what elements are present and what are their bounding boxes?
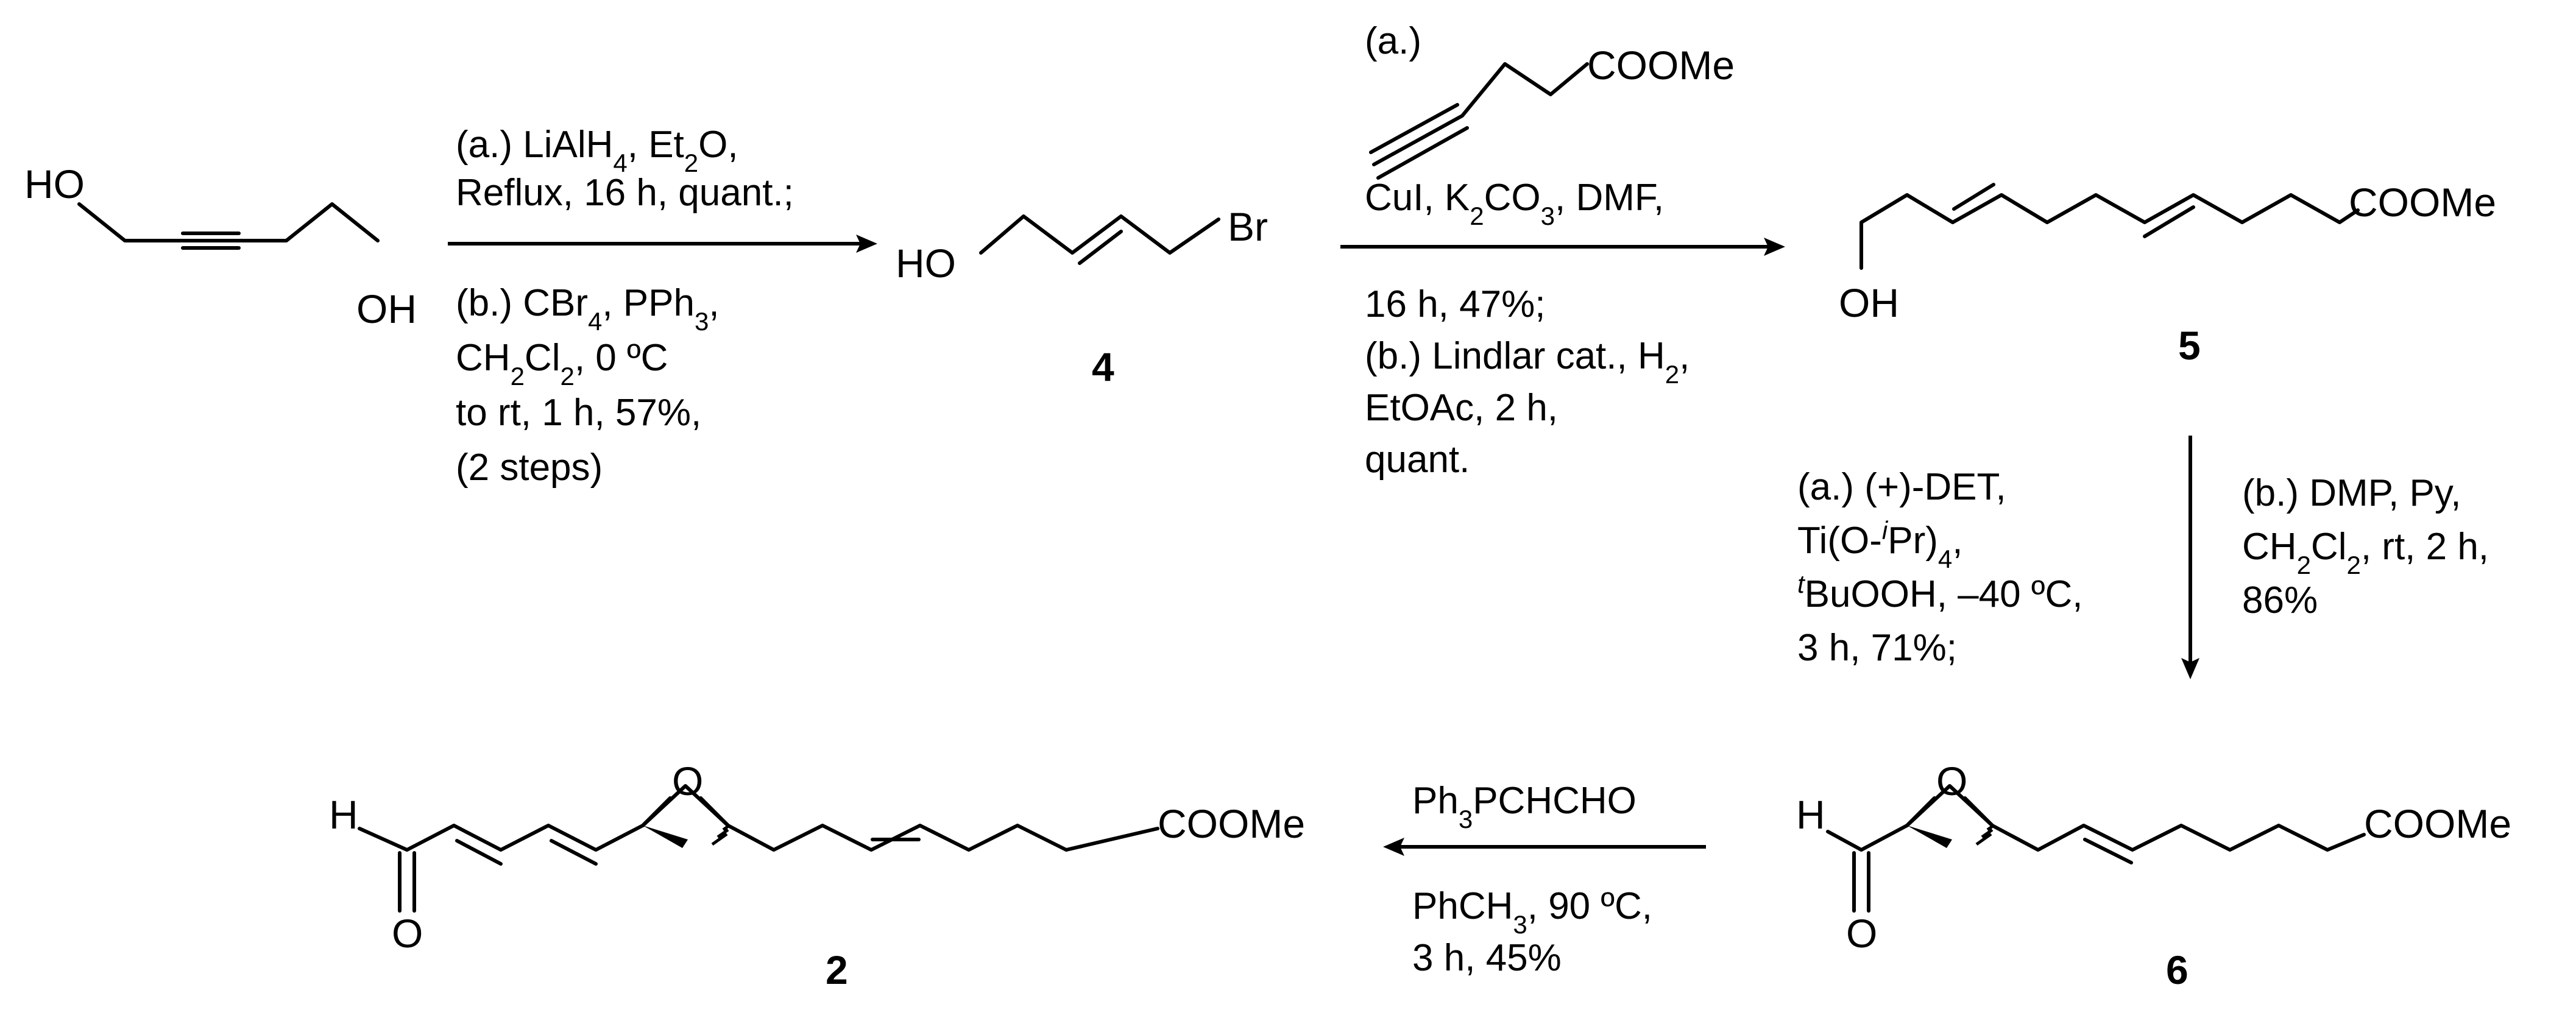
- compound-5-hydroxyl: OH: [1839, 280, 1899, 325]
- step2-conditions-above: CuI, K2CO3, DMF,: [1365, 177, 1664, 230]
- hydroxyl-label-right: OH: [356, 286, 417, 331]
- step1-line-ch2cl2: CH2Cl2, 0 ºC: [456, 337, 668, 391]
- compound-4-hydroxyl: HO: [896, 241, 956, 286]
- step4-conditions-above: Ph3PCHCHO: [1412, 780, 1637, 833]
- compound-2-carbonyl-o: O: [392, 911, 423, 956]
- compound-6-aldehyde-h: H: [1796, 792, 1825, 837]
- compound-5-number: 5: [2178, 323, 2201, 368]
- step3-conditions-left: (a.) (+)-DET, Ti(O-iPr)4, tBuOOH, –40 ºC…: [1797, 466, 2083, 669]
- compound-6-structure: H O O COOMe 6: [1796, 758, 2511, 992]
- step3-conditions-right: (b.) DMP, Py, CH2Cl2, rt, 2 h, 86%: [2242, 472, 2489, 621]
- reaction-arrow-step4: [1383, 838, 1706, 856]
- reagent-alkyne-ester: COOMe: [1587, 43, 1735, 88]
- compound-6-stereo-wedge: [1907, 825, 1952, 848]
- step1-line-steps: (2 steps): [456, 447, 603, 489]
- compound-6-carbonyl-o: O: [1846, 911, 1877, 956]
- compound-6-stereo-hash: [1975, 824, 1995, 846]
- step1-conditions-above: (a.) LiAlH4, Et2O, Reflux, 16 h, quant.;: [456, 124, 794, 214]
- compound-2-epoxide-o: O: [672, 758, 703, 804]
- compound-5-structure: OH COOMe 5: [1839, 180, 2496, 368]
- reaction-arrow-step3: [2181, 436, 2199, 679]
- step2-line-quant: quant.: [1365, 439, 1470, 481]
- compound-4-number: 4: [1092, 344, 1114, 389]
- starting-material-butynediol: HO OH: [24, 161, 417, 331]
- step2-line-time: 16 h, 47%;: [1365, 283, 1545, 325]
- reaction-arrow-step2: [1340, 238, 1785, 256]
- reagent-methyl-pentynoate: (a.) COOMe: [1365, 20, 1735, 180]
- step3-line-yield: 3 h, 71%;: [1797, 627, 1957, 669]
- step1-line-reflux: Reflux, 16 h, quant.;: [456, 172, 794, 214]
- step4-line-toluene: PhCH3, 90 ºC,: [1412, 885, 1652, 939]
- step3-line-det: (a.) (+)-DET,: [1797, 466, 2006, 508]
- step4-line-wittig: Ph3PCHCHO: [1412, 780, 1637, 833]
- compound-6-epoxide-o: O: [1936, 758, 1967, 804]
- compound-2-stereo-hash: [711, 824, 731, 846]
- step4-line-yield: 3 h, 45%: [1412, 937, 1562, 979]
- step4-conditions-below: PhCH3, 90 ºC, 3 h, 45%: [1412, 885, 1652, 979]
- compound-4-bromine: Br: [1228, 204, 1268, 249]
- step1-line-lialh4: (a.) LiAlH4, Et2O,: [456, 124, 738, 177]
- compound-2-stereo-wedge: [643, 825, 688, 848]
- hydroxyl-label-left: HO: [24, 161, 85, 207]
- compound-4-structure: HO Br 4: [896, 204, 1268, 389]
- step2-line-etoac: EtOAc, 2 h,: [1365, 387, 1558, 429]
- compound-6-number: 6: [2166, 947, 2189, 992]
- reagent-alkyne-step-label: (a.): [1365, 20, 1421, 62]
- step3-line-ch2cl2: CH2Cl2, rt, 2 h,: [2242, 526, 2489, 579]
- reaction-arrow-step1: [448, 235, 877, 253]
- step2-line-cui: CuI, K2CO3, DMF,: [1365, 177, 1664, 230]
- step3-line-tbuooh: tBuOOH, –40 ºC,: [1797, 570, 2083, 616]
- compound-5-ester: COOMe: [2349, 180, 2496, 225]
- step3-line-86: 86%: [2242, 579, 2318, 621]
- step1-line-cbr4: (b.) CBr4, PPh3,: [456, 282, 720, 336]
- compound-2-ester: COOMe: [1158, 801, 1305, 846]
- step2-conditions-below: 16 h, 47%; (b.) Lindlar cat., H2, EtOAc,…: [1365, 283, 1690, 481]
- compound-6-ester: COOMe: [2364, 801, 2511, 846]
- step3-line-ti: Ti(O-iPr)4,: [1797, 516, 1962, 573]
- compound-2-structure: H O O COOMe 2: [329, 758, 1305, 992]
- compound-2-aldehyde-h: H: [329, 792, 358, 837]
- step2-line-lindlar: (b.) Lindlar cat., H2,: [1365, 335, 1690, 389]
- step1-conditions-below: (b.) CBr4, PPh3, CH2Cl2, 0 ºC to rt, 1 h…: [456, 282, 720, 489]
- step1-line-rt: to rt, 1 h, 57%,: [456, 392, 701, 434]
- compound-2-number: 2: [826, 947, 848, 992]
- step3-line-dmp: (b.) DMP, Py,: [2242, 472, 2461, 514]
